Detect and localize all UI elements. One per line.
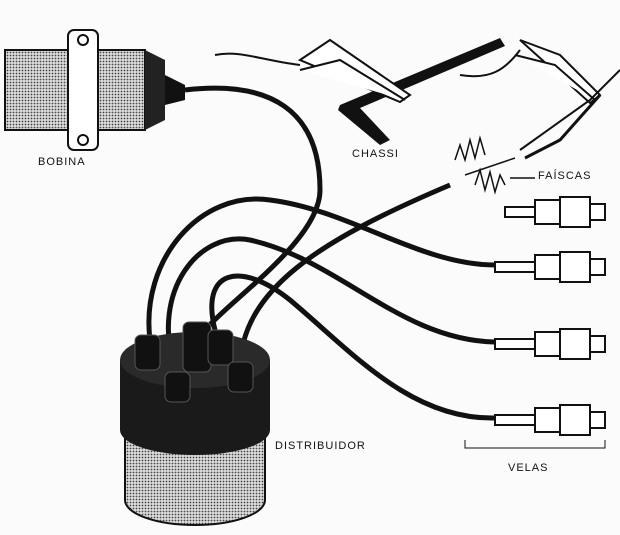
chassis-label: CHASSI bbox=[352, 148, 399, 160]
coil-label: BOBINA bbox=[38, 156, 86, 168]
plugs-label: VELAS bbox=[508, 462, 549, 474]
plugs-bracket bbox=[464, 440, 606, 449]
sparks bbox=[454, 135, 535, 195]
chassis bbox=[338, 38, 505, 145]
spark-plugs bbox=[494, 196, 606, 436]
distributor-label: DISTRIBUIDOR bbox=[275, 440, 366, 452]
ignition-coil bbox=[4, 29, 185, 151]
sparks-label: FAÍSCAS bbox=[538, 170, 592, 182]
distributor bbox=[120, 321, 270, 526]
alligator-clips bbox=[214, 38, 620, 160]
